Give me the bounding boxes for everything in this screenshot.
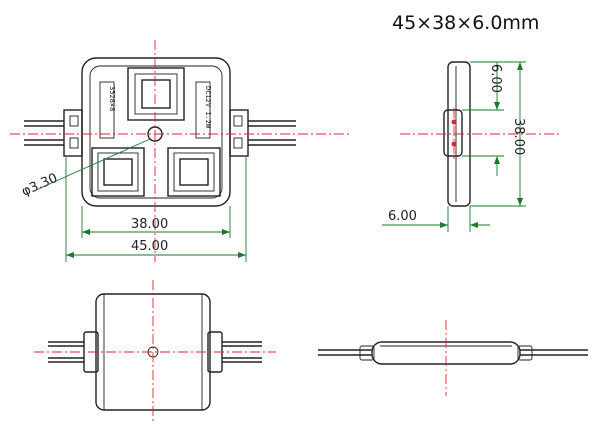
dim-thickness-bottom [382, 206, 490, 232]
dim-height [470, 61, 526, 207]
wire-clamp-right [229, 109, 296, 157]
inner-width-label: 38.00 [131, 217, 168, 232]
product-size-title: 45×38×6.0mm [392, 12, 539, 34]
label-strip-left [99, 81, 115, 139]
label-strip-right [195, 81, 211, 139]
side-view: 38.00 6.00 6.00 [382, 61, 560, 232]
module-inner-outline [89, 65, 223, 199]
wire-clamp-left [24, 109, 83, 157]
side-wire-port [443, 109, 463, 157]
dim-inner-width [81, 206, 231, 238]
dim-thickness-top [462, 62, 504, 176]
led-top [127, 67, 185, 121]
edge-view [318, 320, 588, 396]
led-bottom-right [167, 147, 221, 197]
outer-width-label: 45.00 [131, 239, 168, 254]
height-label: 38.00 [511, 118, 526, 155]
label-right-text: DC12V 1.2W [204, 86, 212, 129]
side-body-outline [447, 61, 471, 207]
bottom-view [34, 280, 276, 424]
led-bottom-left [91, 147, 145, 197]
front-view: 3528×8 DC12V 1.2W φ3 [10, 40, 350, 262]
thickness-top-label: 6.00 [488, 64, 503, 93]
dim-outer-width [65, 156, 247, 262]
label-left-text: 3528×8 [108, 86, 116, 111]
thickness-bottom-label: 6.00 [388, 209, 417, 224]
hole-diameter-label: φ3.30 [20, 171, 60, 200]
hole-leader-line [35, 138, 151, 191]
